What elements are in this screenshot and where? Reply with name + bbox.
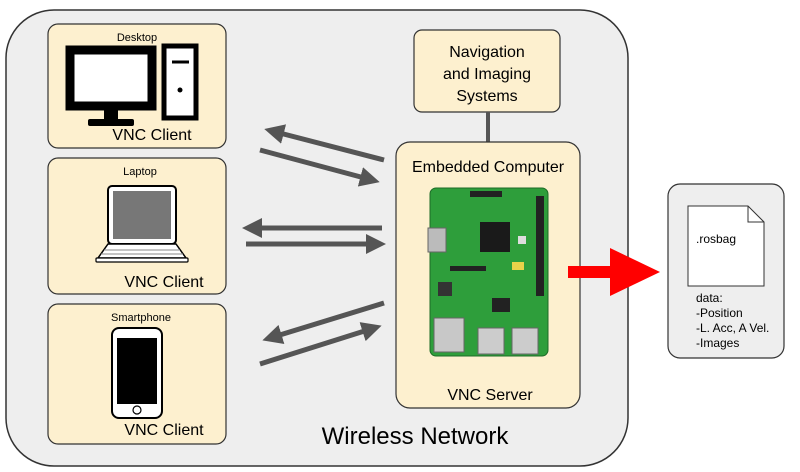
desktop-label: Desktop xyxy=(117,32,157,44)
rosbag-data-line-1: -Position xyxy=(696,306,743,320)
laptop-vnc-client-label: VNC Client xyxy=(124,274,204,291)
smartphone-client-box: Smartphone VNC Client xyxy=(47,303,227,445)
navigation-label-line3: Systems xyxy=(456,88,517,105)
vnc-server-label: VNC Server xyxy=(447,387,533,404)
smartphone-label: Smartphone xyxy=(111,312,171,324)
navigation-label-line1: Navigation xyxy=(449,44,525,61)
desktop-tower-icon xyxy=(161,43,199,121)
embedded-board-icon xyxy=(427,187,549,357)
laptop-icon xyxy=(95,185,189,263)
embedded-computer-title: Embedded Computer xyxy=(412,159,565,176)
desktop-client-box: Desktop VNC Client xyxy=(47,23,227,149)
desktop-vnc-client-label: VNC Client xyxy=(112,127,192,144)
rosbag-file-name: .rosbag xyxy=(696,232,736,246)
navigation-box: Navigation and Imaging Systems xyxy=(413,29,561,113)
rosbag-data-line-0: data: xyxy=(696,291,723,305)
laptop-label: Laptop xyxy=(123,166,157,178)
laptop-client-box: Laptop VNC Client xyxy=(47,157,227,295)
rosbag-output-box: .rosbag data: -Position -L. Acc, A Vel. … xyxy=(667,183,785,359)
output-arrow xyxy=(568,248,660,296)
desktop-link-arrows xyxy=(259,124,385,187)
navigation-label-line2: and Imaging xyxy=(443,66,531,83)
wireless-network-label: Wireless Network xyxy=(322,423,510,450)
smartphone-vnc-client-label: VNC Client xyxy=(124,422,204,439)
desktop-monitor-icon xyxy=(65,45,157,126)
rosbag-file-icon xyxy=(687,205,765,287)
laptop-link-arrows xyxy=(242,218,386,254)
smartphone-icon xyxy=(111,327,163,419)
rosbag-data-line-2: -L. Acc, A Vel. xyxy=(696,321,769,335)
smartphone-link-arrows xyxy=(259,300,385,367)
rosbag-data-line-3: -Images xyxy=(696,336,739,350)
